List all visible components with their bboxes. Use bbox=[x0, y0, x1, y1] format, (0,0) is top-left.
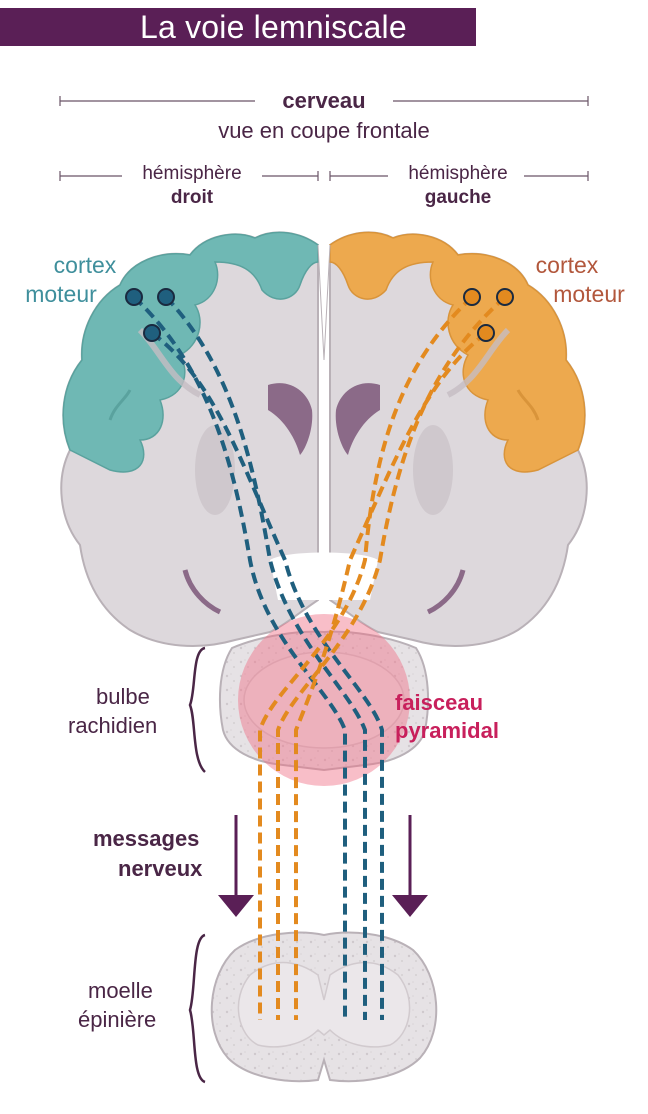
moelle-label-2: épinière bbox=[78, 1007, 157, 1032]
bulbe-label-1: bulbe bbox=[96, 684, 150, 709]
neuron-orange-3 bbox=[477, 324, 495, 342]
cortex-label-right-1: cortex bbox=[535, 252, 599, 278]
down-arrow-icon bbox=[218, 815, 254, 917]
down-arrow-icon bbox=[392, 815, 428, 917]
header-lines bbox=[59, 96, 589, 181]
right-ventricle bbox=[335, 383, 380, 455]
neuron-teal-1 bbox=[125, 288, 143, 306]
cortex-label-right-2: moteur bbox=[553, 281, 625, 307]
orange-motor-cortex bbox=[329, 231, 586, 473]
faisceau-label-1: faisceau bbox=[395, 690, 484, 715]
brain-label: cerveau bbox=[282, 88, 366, 113]
neuron-teal-3 bbox=[143, 324, 161, 342]
brace-icon bbox=[188, 933, 206, 1084]
bulbe-label-2: rachidien bbox=[68, 713, 158, 738]
title-bar bbox=[0, 8, 476, 46]
right-hemisphere-label-2: droit bbox=[170, 187, 214, 208]
left-hemisphere-label-1: hémisphère bbox=[408, 163, 508, 184]
neuron-teal-2 bbox=[157, 288, 175, 306]
brace-icon bbox=[188, 646, 206, 773]
left-ventricle bbox=[268, 383, 313, 455]
messages-label-1: messages bbox=[93, 826, 200, 851]
page-title: La voie lemniscale bbox=[140, 9, 407, 45]
medulla-section bbox=[218, 614, 430, 786]
moelle-label-1: moelle bbox=[88, 978, 153, 1003]
orange-tracts bbox=[258, 295, 507, 1020]
neuron-cells bbox=[125, 288, 514, 342]
cortex-label-left-1: cortex bbox=[53, 252, 117, 278]
neuron-orange-2 bbox=[496, 288, 514, 306]
neuron-orange-1 bbox=[463, 288, 481, 306]
faisceau-label-2: pyramidal bbox=[395, 718, 499, 743]
spinal-cord-section bbox=[210, 931, 438, 1083]
blue-tracts bbox=[132, 295, 384, 1020]
cortex-label-left-2: moteur bbox=[25, 281, 97, 307]
right-hemisphere-label-1: hémisphère bbox=[142, 163, 242, 184]
view-label: vue en coupe frontale bbox=[218, 118, 430, 143]
messages-label-2: nerveux bbox=[118, 856, 203, 881]
left-hemisphere-label-2: gauche bbox=[424, 187, 492, 208]
